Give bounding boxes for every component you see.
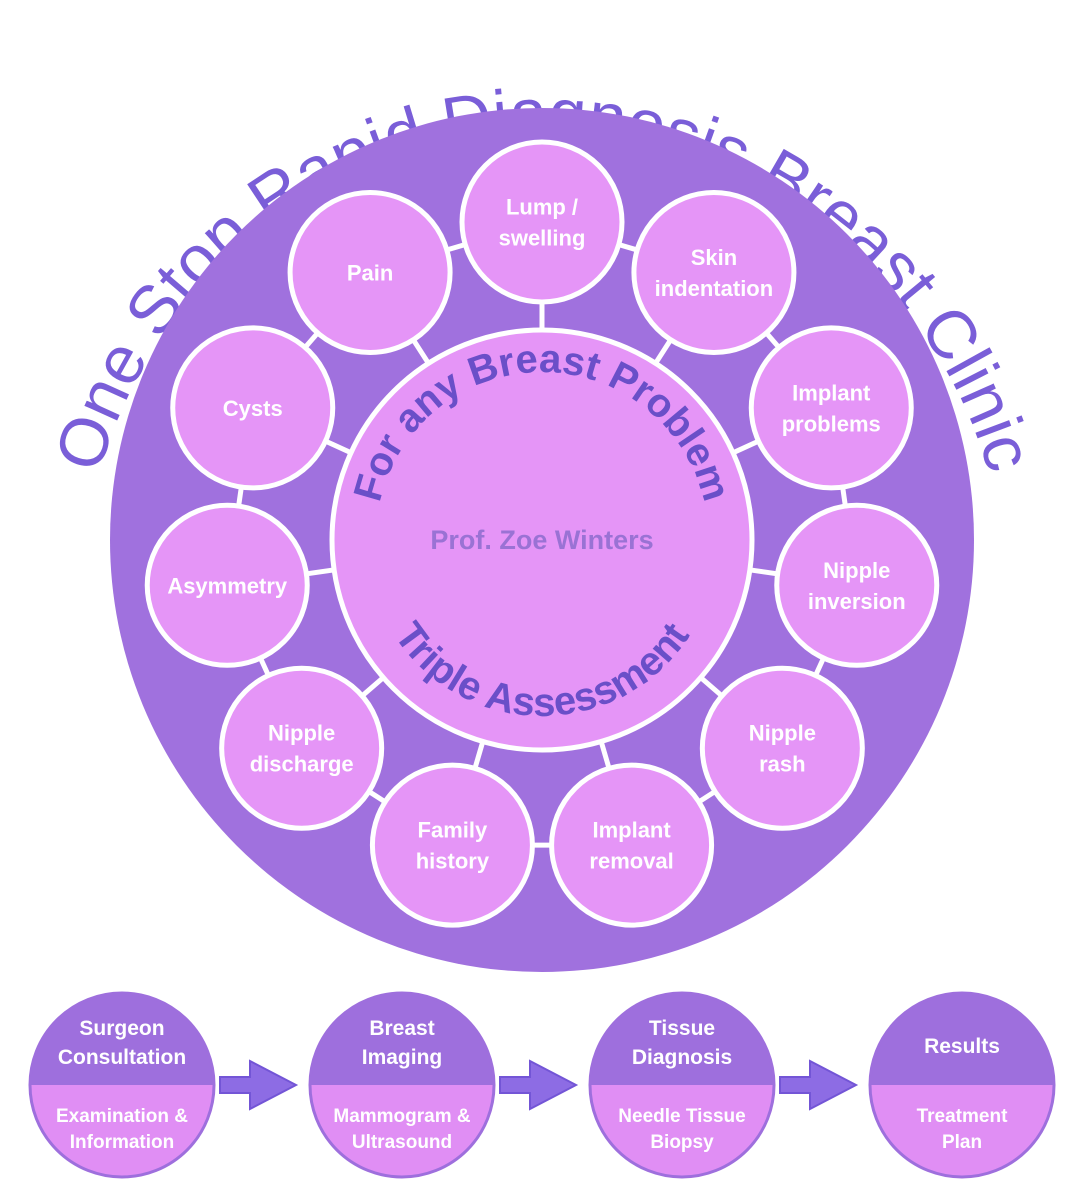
- symptom-label: problems: [782, 411, 881, 436]
- step-title: Results: [924, 1035, 1000, 1058]
- symptom-family-history: Family history: [369, 762, 535, 928]
- center-hub: [329, 327, 755, 753]
- symptom-nipple-discharge: Nipple discharge: [219, 665, 385, 831]
- symptom-bubble: [748, 325, 914, 491]
- arrow-right-icon: [779, 1059, 859, 1111]
- symptom-pain: Pain: [287, 189, 453, 355]
- step-detail: Ultrasound: [352, 1132, 452, 1153]
- symptom-label: Pain: [347, 260, 393, 285]
- step-detail: Biopsy: [650, 1132, 714, 1153]
- step-outline: [588, 991, 776, 1179]
- symptom-label: Implant: [592, 818, 671, 843]
- symptom-bubble: [459, 139, 625, 305]
- step-outline: [868, 991, 1056, 1179]
- arrow-right-icon: [219, 1059, 299, 1111]
- symptom-bubble: [369, 762, 535, 928]
- symptom-label: Family: [418, 818, 488, 843]
- symptom-bubble: [774, 502, 940, 668]
- symptom-label: indentation: [655, 276, 774, 301]
- step-detail: Mammogram &: [333, 1106, 471, 1127]
- symptom-bubble: [549, 762, 715, 928]
- symptom-label: removal: [589, 849, 673, 874]
- symptom-implant-removal: Implant removal: [549, 762, 715, 928]
- symptom-label: Nipple: [823, 558, 890, 583]
- step-outline: [28, 991, 216, 1179]
- symptom-cysts: Cysts: [170, 325, 336, 491]
- step-detail: Examination &: [56, 1106, 188, 1127]
- symptom-lump-swelling: Lump / swelling: [459, 139, 625, 305]
- step-bottom-half: [590, 1085, 774, 1177]
- symptom-label: Cysts: [223, 396, 283, 421]
- step-title: Breast: [369, 1017, 434, 1040]
- symptom-label: discharge: [250, 752, 354, 777]
- step-detail: Needle Tissue: [618, 1106, 745, 1127]
- arrow-right-icon: [499, 1059, 579, 1111]
- symptom-label: Lump /: [506, 195, 578, 220]
- symptom-label: history: [416, 849, 490, 874]
- symptom-label: Skin: [691, 245, 737, 270]
- symptom-label: swelling: [499, 226, 586, 251]
- step-detail: Treatment: [917, 1106, 1008, 1127]
- symptom-nipple-inversion: Nipple inversion: [774, 502, 940, 668]
- step-bottom-half: [870, 1085, 1054, 1177]
- step-title: Imaging: [362, 1046, 443, 1069]
- symptom-label: rash: [759, 752, 805, 777]
- center-name: Prof. Zoe Winters: [430, 525, 653, 555]
- symptom-asymmetry: Asymmetry: [144, 502, 310, 668]
- symptom-label: Nipple: [268, 721, 335, 746]
- symptom-bubble: [170, 325, 336, 491]
- step-bottom-half: [310, 1085, 494, 1177]
- symptom-label: Asymmetry: [167, 573, 288, 598]
- symptom-bubble: [631, 189, 797, 355]
- symptom-bubble: [219, 665, 385, 831]
- symptom-label: Implant: [792, 380, 871, 405]
- symptom-label: inversion: [808, 589, 906, 614]
- step-bottom-half: [30, 1085, 214, 1177]
- symptom-bubble: [699, 665, 865, 831]
- step-title: Tissue: [649, 1017, 715, 1040]
- step-detail: Information: [70, 1132, 175, 1153]
- step-detail: Plan: [942, 1132, 982, 1153]
- symptom-label: Nipple: [749, 721, 816, 746]
- step-title: Consultation: [58, 1046, 186, 1069]
- step-outline: [308, 991, 496, 1179]
- step-title: Diagnosis: [632, 1046, 732, 1069]
- symptom-implant-problems: Implant problems: [748, 325, 914, 491]
- symptom-nipple-rash: Nipple rash: [699, 665, 865, 831]
- step-title: Surgeon: [79, 1017, 164, 1040]
- symptom-bubble: [287, 189, 453, 355]
- symptom-bubble: [144, 502, 310, 668]
- symptom-skin-indentation: Skin indentation: [631, 189, 797, 355]
